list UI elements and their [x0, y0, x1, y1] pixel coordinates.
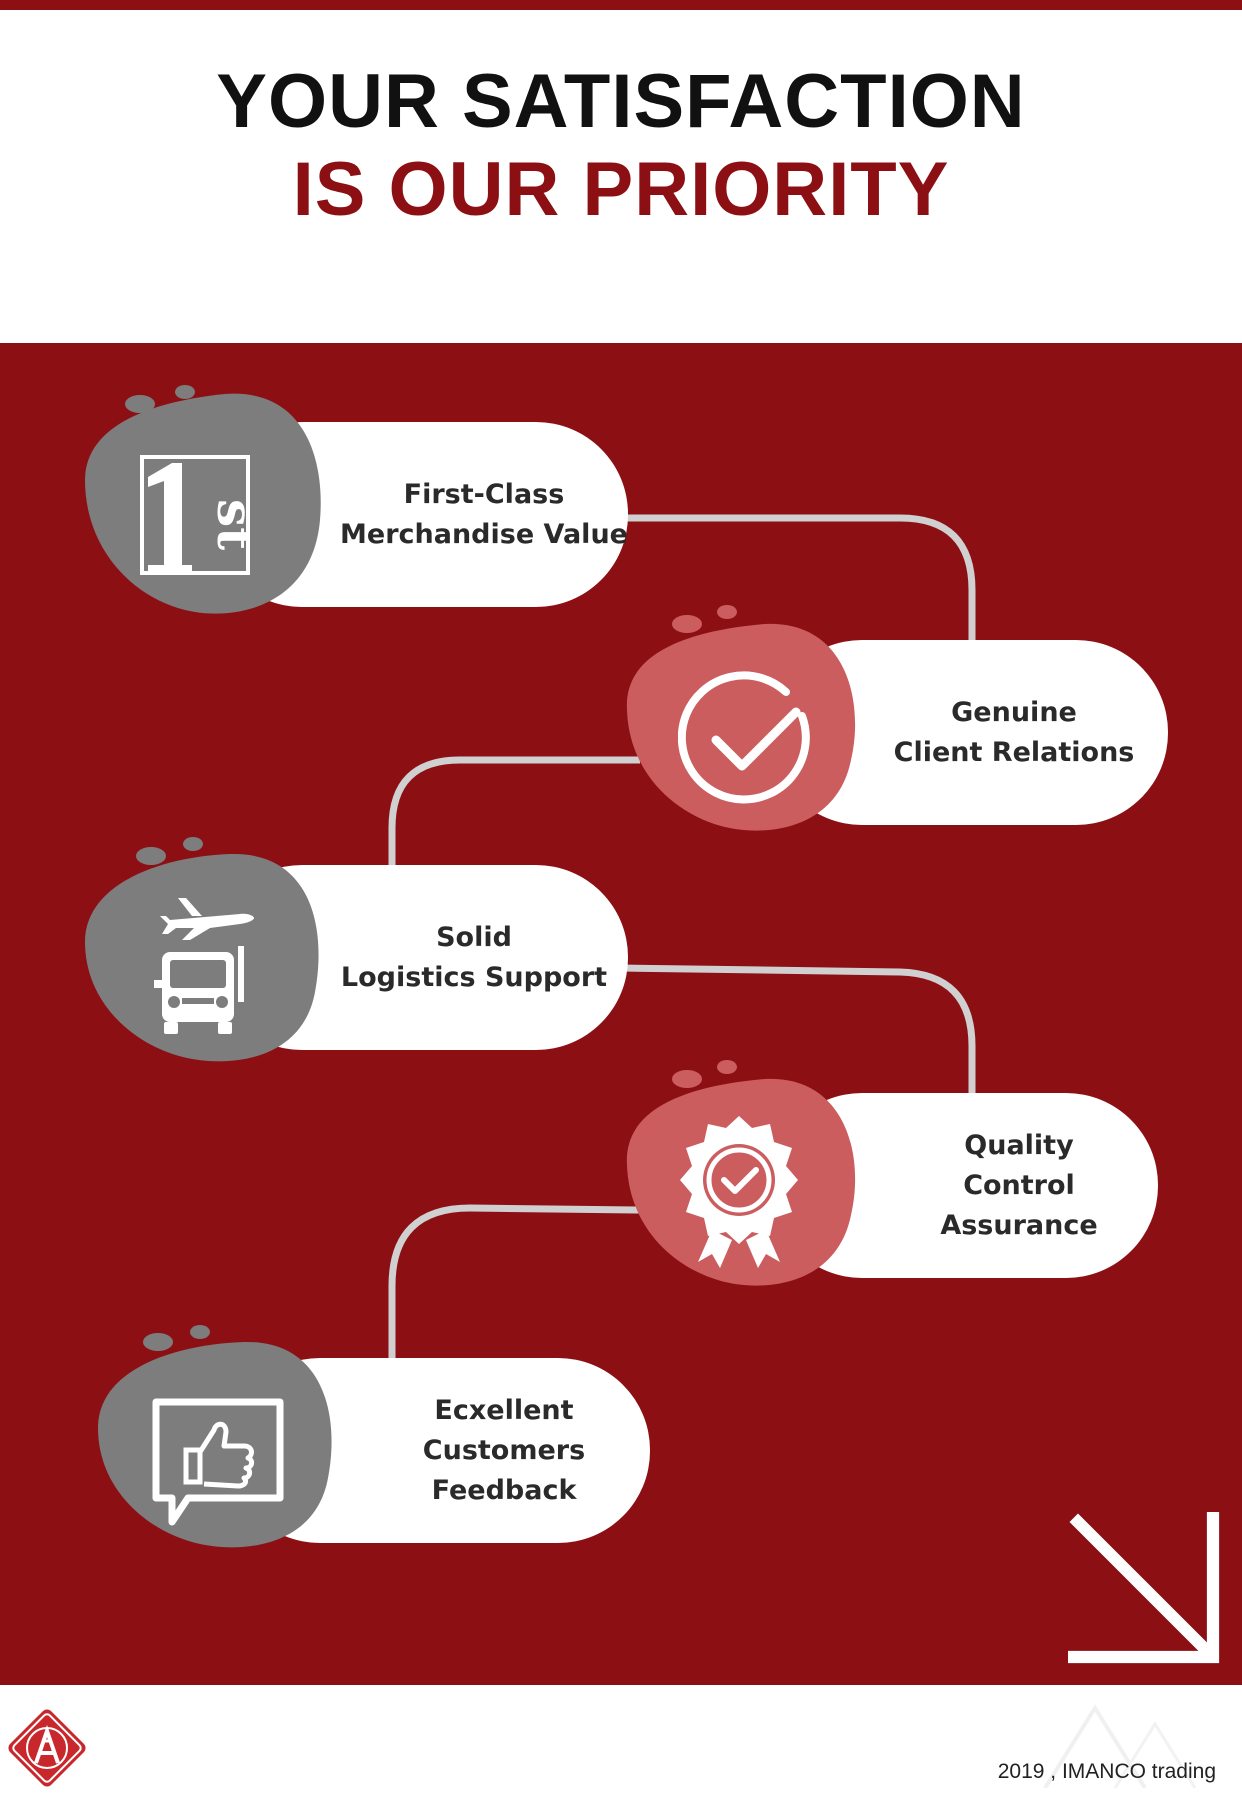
page-title-line-2: IS OUR PRIORITY: [292, 147, 950, 232]
feature-1-line-2: Merchandise Value: [340, 518, 628, 550]
watermark-triangle: [1025, 1688, 1205, 1793]
footer-copyright: 2019 , IMANCO trading: [997, 1760, 1216, 1783]
feature-5-line-1: Ecxellent: [434, 1394, 574, 1426]
feature-1-line-1: First-Class: [403, 478, 565, 510]
feature-4-line-2: Control Assurance: [940, 1169, 1098, 1241]
check-circle-icon: [677, 668, 820, 815]
top-accent-bar: [0, 0, 1242, 10]
feature-5-line-2: Customers Feedback: [422, 1434, 586, 1506]
plane-truck-icon: [150, 890, 260, 1040]
feature-3-line-1: Solid: [436, 921, 512, 953]
feature-2-blob: [615, 600, 875, 840]
arrow-down-right-icon: [1053, 1497, 1228, 1677]
first-place-icon: st: [140, 455, 265, 580]
thumbs-up-feedback-icon: [148, 1398, 288, 1533]
feature-3-line-2: Logistics Support: [340, 961, 608, 993]
feature-pill-first-class: First-Class Merchandise Value: [210, 422, 628, 607]
feature-2-line-2: Client Relations: [893, 736, 1135, 768]
svg-text:st: st: [206, 499, 250, 550]
feature-4-line-1: Quality: [964, 1129, 1074, 1161]
feature-2-line-1: Genuine: [951, 696, 1077, 728]
quality-badge-icon: [674, 1112, 804, 1277]
page-title-line-1: YOUR SATISFACTION: [216, 59, 1026, 144]
company-logo: [2, 1703, 92, 1793]
